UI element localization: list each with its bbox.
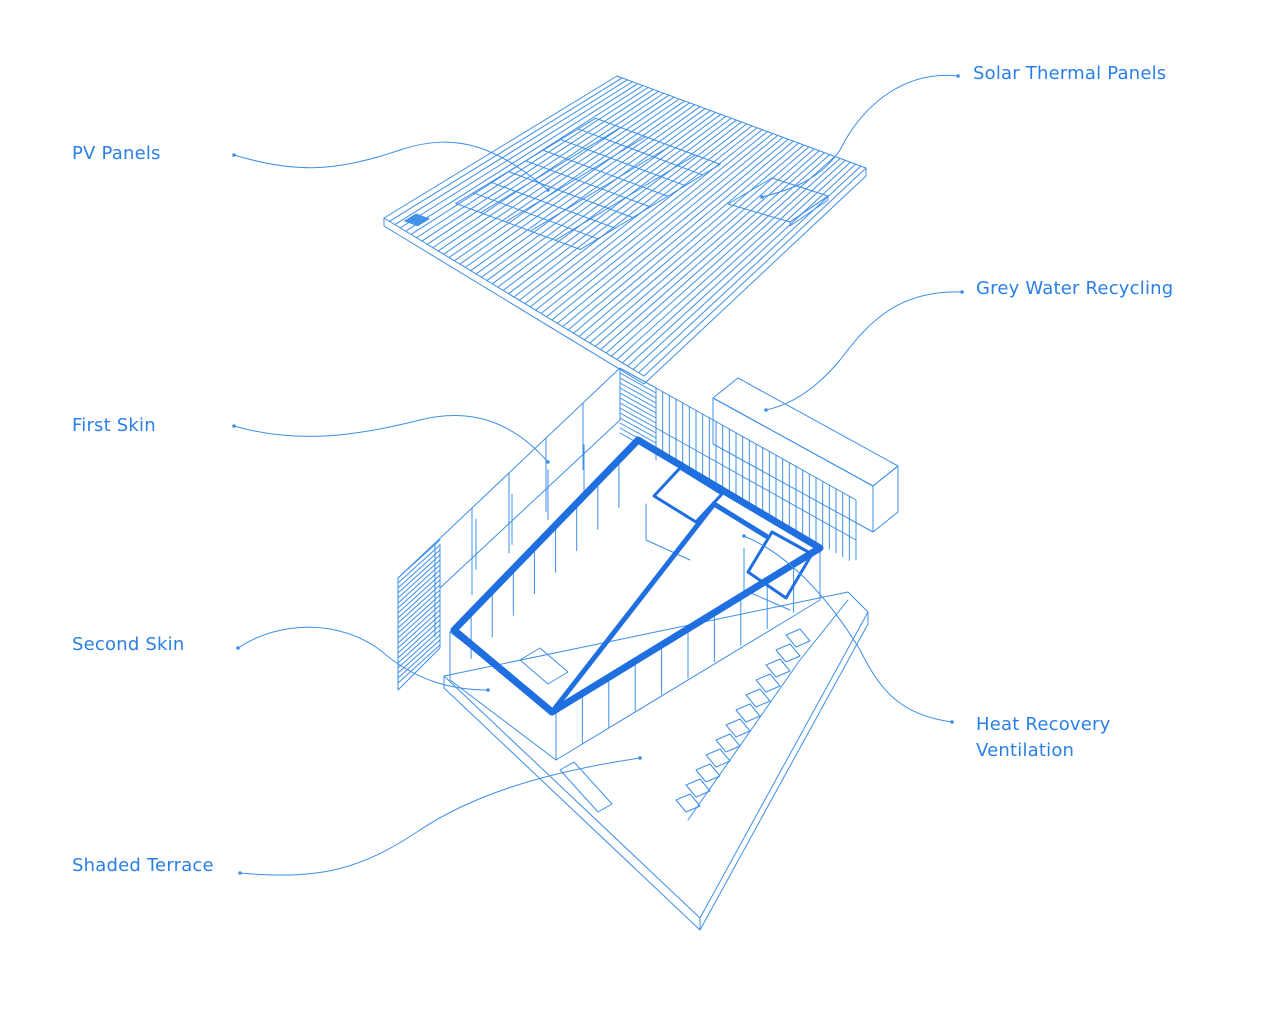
second-skin-walls (449, 437, 821, 761)
label-pv-panels: PV Panels (72, 143, 161, 164)
label-first-skin: First Skin (72, 415, 156, 436)
first-skin-walls (397, 367, 857, 691)
shaded-terrace-deck (443, 591, 869, 931)
label-shaded-terrace: Shaded Terrace (72, 855, 214, 876)
leader-lines (232, 74, 964, 876)
label-grey-water-recycling: Grey Water Recycling (976, 278, 1174, 299)
label-second-skin: Second Skin (72, 634, 185, 655)
roof-panel-layer (383, 75, 867, 385)
grey-water-tank (712, 377, 899, 533)
label-heat-recovery-ventilation: Heat Recovery Ventilation (976, 714, 1111, 761)
label-solar-thermal-panels: Solar Thermal Panels (973, 63, 1167, 84)
heat-recovery-duct-highlight (450, 436, 824, 716)
